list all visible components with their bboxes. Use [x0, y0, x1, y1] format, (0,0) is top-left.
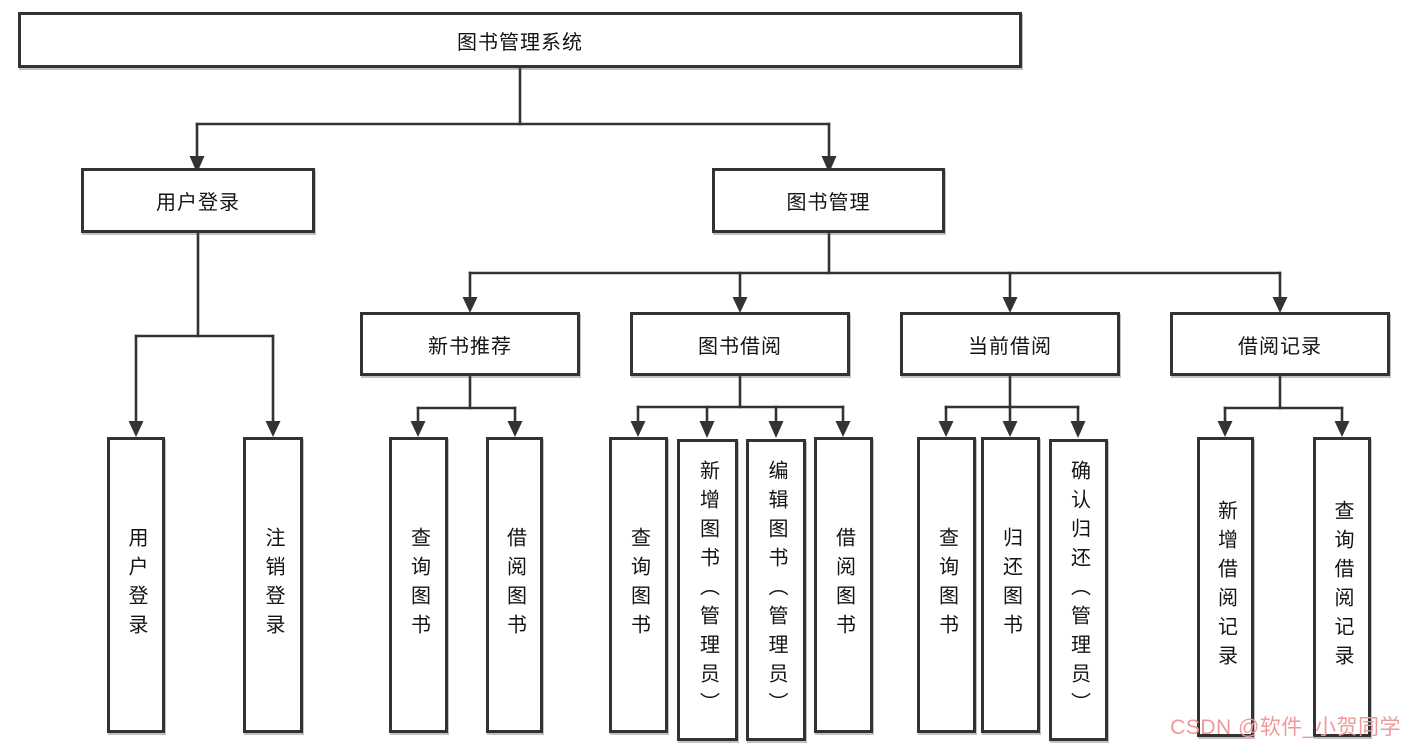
leaf-label: 归还图书	[999, 527, 1022, 643]
csdn-watermark: CSDN @软件_小贺同学	[1170, 716, 1401, 739]
leaf-label: 查询图书	[627, 527, 650, 643]
node-label: 图书管理系统	[457, 31, 583, 54]
leaf-confirm-return-admin: 确认归还（管理员）	[1049, 439, 1108, 741]
leaf-borrow-books: 借阅图书	[814, 437, 873, 733]
node-label: 图书借阅	[698, 335, 782, 358]
leaf-label: 借阅图书	[832, 527, 855, 643]
node-label: 用户登录	[156, 192, 240, 214]
leaf-add-books-admin: 新增图书（管理员）	[677, 439, 738, 741]
leaf-label: 查询图书	[935, 527, 958, 643]
leaf-label: 编辑图书（管理员）	[765, 459, 787, 721]
leaf-user-login: 用户登录	[107, 437, 165, 733]
leaf-label: 借阅图书	[503, 527, 526, 643]
leaf-recommend-borrow-books: 借阅图书	[486, 437, 543, 733]
leaf-label: 确认归还（管理员）	[1067, 459, 1090, 721]
leaf-label: 新增图书（管理员）	[696, 459, 719, 721]
node-user-login: 用户登录	[81, 168, 315, 233]
node-new-book-recommend: 新书推荐	[360, 312, 580, 376]
leaf-query-borrow-record: 查询借阅记录	[1313, 437, 1371, 737]
leaf-recommend-query-books: 查询图书	[389, 437, 448, 733]
node-book-borrow: 图书借阅	[630, 312, 850, 376]
leaf-edit-books-admin: 编辑图书（管理员）	[746, 439, 806, 741]
connector-user-login	[128, 231, 281, 437]
connector-borrow-records	[1217, 374, 1350, 437]
connector-book-management	[462, 231, 1288, 313]
node-borrow-records: 借阅记录	[1170, 312, 1390, 376]
node-library-management-system: 图书管理系统	[18, 12, 1022, 68]
leaf-label: 用户登录	[125, 527, 147, 643]
leaf-label: 新增借阅记录	[1214, 500, 1237, 674]
node-label: 当前借阅	[968, 335, 1052, 358]
leaf-return-books: 归还图书	[981, 437, 1040, 733]
connector-current-borrow	[938, 374, 1086, 438]
leaf-label: 注销登录	[262, 527, 284, 643]
node-label: 借阅记录	[1238, 335, 1322, 358]
node-book-management: 图书管理	[712, 168, 945, 233]
leaf-logout: 注销登录	[243, 437, 303, 733]
node-label: 图书管理	[786, 192, 871, 214]
leaf-label: 查询图书	[407, 527, 430, 643]
connector-book-borrow	[630, 374, 851, 438]
connector-new-book-recommend	[410, 374, 523, 437]
node-label: 新书推荐	[428, 335, 512, 358]
leaf-add-borrow-record: 新增借阅记录	[1197, 437, 1254, 737]
leaf-label: 查询借阅记录	[1331, 500, 1353, 674]
node-current-borrow: 当前借阅	[900, 312, 1120, 376]
leaf-current-query-books: 查询图书	[917, 437, 976, 733]
connector-root	[189, 66, 837, 173]
leaf-borrow-query-books: 查询图书	[609, 437, 668, 733]
